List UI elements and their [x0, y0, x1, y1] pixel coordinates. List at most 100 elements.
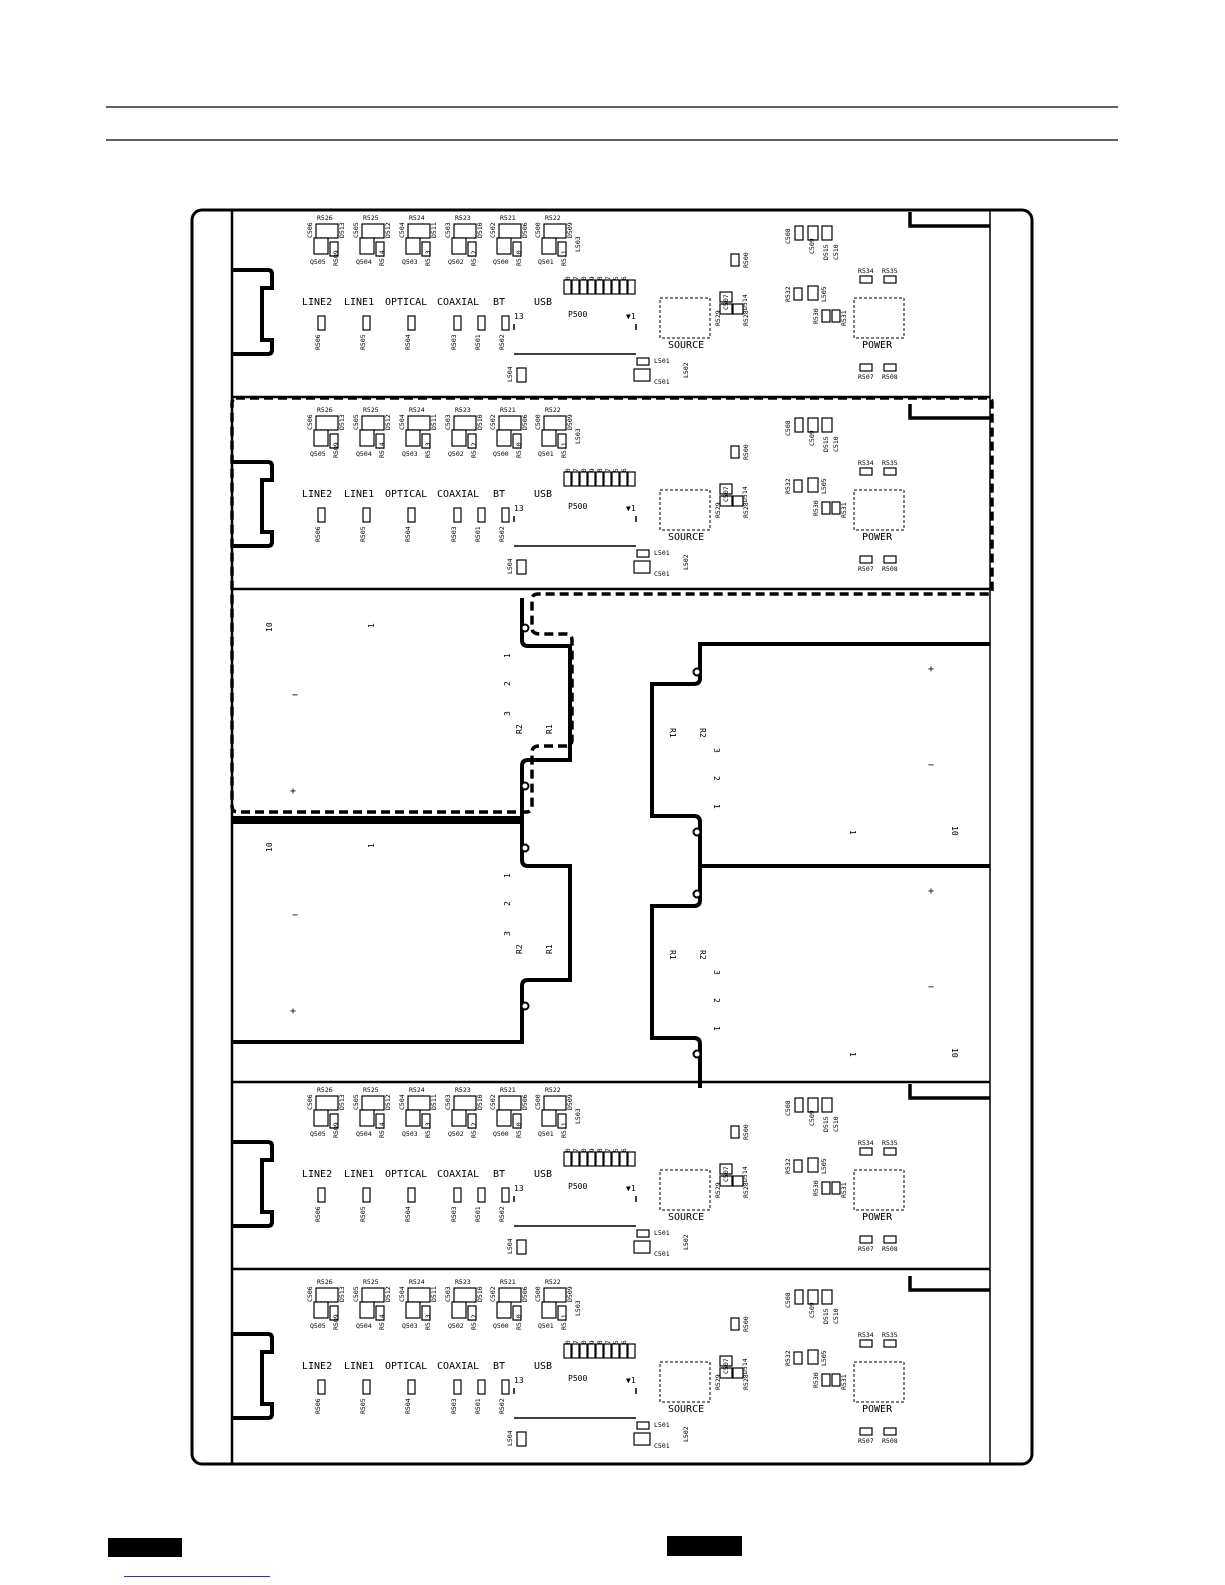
resistor-footprint — [375, 241, 385, 257]
resistor-array-pad — [611, 471, 620, 487]
connector-label: P500 — [568, 1182, 587, 1191]
resistor-footprint — [883, 555, 897, 564]
ref-diode: D512 — [384, 1286, 392, 1302]
ref-r535: R535 — [882, 459, 898, 467]
resistor-footprint — [793, 287, 803, 301]
section-label: BT — [493, 1169, 505, 1180]
panel-outline — [190, 208, 1034, 1466]
footer-link-underline — [124, 1576, 270, 1577]
ref-c508: C508 — [784, 1292, 792, 1308]
section-label: BT — [493, 297, 505, 308]
resistor-footprint — [732, 1367, 744, 1379]
ref-r529: R529 — [714, 1374, 722, 1390]
resistor-array-pad — [571, 471, 580, 487]
footer-tab-left — [108, 1538, 182, 1557]
ref-c507: C507 — [722, 294, 730, 310]
transistor-footprint — [541, 237, 557, 255]
capacitor-footprint — [719, 1355, 733, 1367]
ref-resistor: R513 — [424, 1122, 432, 1138]
capacitor-footprint — [794, 225, 804, 241]
resistor-footprint — [859, 1235, 873, 1244]
ref-r531: R531 — [840, 1374, 848, 1390]
inductor-footprint — [516, 1239, 527, 1255]
resistor-footprint — [407, 1095, 431, 1111]
transistor-footprint — [451, 1109, 467, 1127]
resistor-array-pad — [603, 1151, 612, 1167]
ref-top-resistor: R526 — [317, 406, 333, 414]
r2-label: R2 — [515, 944, 524, 954]
terminal-2-label: 2 — [712, 998, 721, 1003]
inductor-footprint — [516, 1431, 527, 1447]
connector-label: P500 — [568, 1374, 587, 1383]
resistor-array-pad — [627, 1151, 636, 1167]
transistor-footprint — [313, 1301, 329, 1319]
resistor-footprint — [498, 223, 522, 239]
pin-1-label: 1 — [367, 623, 376, 628]
capacitor-footprint — [821, 417, 833, 433]
ref-transistor: Q505 — [310, 1322, 326, 1330]
ref-transistor: Q503 — [402, 258, 418, 266]
ref-r530: R530 — [812, 1372, 820, 1388]
power-button-footprint — [853, 297, 905, 339]
ref-r530: R530 — [812, 1180, 820, 1196]
pin-1-label: 1 — [848, 830, 857, 835]
ref-c509: C509 — [808, 430, 816, 446]
capacitor-footprint — [633, 1432, 651, 1446]
resistor-footprint — [467, 433, 477, 449]
ref-capacitor: C504 — [398, 1286, 406, 1302]
resistor-footprint — [512, 433, 522, 449]
r2-label: R2 — [515, 724, 524, 734]
resistor-footprint — [315, 1287, 339, 1303]
section-label: OPTICAL — [385, 1361, 427, 1372]
resistor-footprint — [543, 415, 567, 431]
resistor-footprint — [883, 1235, 897, 1244]
resistor-footprint — [501, 315, 510, 331]
resistor-array-pad — [619, 1343, 628, 1359]
ref-r530: R530 — [812, 500, 820, 516]
ref-capacitor: C506 — [306, 1286, 314, 1302]
inductor-footprint — [807, 1157, 819, 1173]
ref-c501: C501 — [654, 1250, 670, 1258]
resistor-footprint — [407, 223, 431, 239]
mount-hole — [692, 889, 702, 899]
ref-bottom-resistor: R505 — [359, 334, 367, 350]
resistor-footprint — [362, 507, 371, 523]
ref-bottom-resistor: R502 — [498, 1398, 506, 1414]
ref-l505: L505 — [820, 1158, 828, 1174]
usb-connector-outline — [513, 516, 637, 547]
resistor-footprint — [329, 241, 339, 257]
resistor-array-pad — [595, 1151, 604, 1167]
capacitor-footprint — [719, 495, 733, 507]
resistor-array-pad — [611, 279, 620, 295]
resistor-footprint — [407, 315, 416, 331]
ref-c501: C501 — [654, 378, 670, 386]
ref-d515: D515 — [822, 1116, 830, 1132]
r2-label: R2 — [698, 728, 707, 738]
ref-bottom-resistor: R503 — [450, 334, 458, 350]
resistor-footprint — [453, 1379, 462, 1395]
ref-top-resistor: R523 — [455, 406, 471, 414]
inductor-footprint — [636, 549, 650, 558]
inductor-footprint — [807, 1349, 819, 1365]
terminal-2-label: 2 — [712, 776, 721, 781]
ref-c510: C510 — [832, 1116, 840, 1132]
power-label: POWER — [862, 1212, 893, 1223]
ref-top-resistor: R523 — [455, 1086, 471, 1094]
ref-l502: L502 — [682, 1234, 690, 1250]
ref-d514: D514 — [741, 486, 749, 502]
ref-capacitor: C505 — [352, 414, 360, 430]
ref-transistor: Q501 — [538, 1322, 554, 1330]
source-button-footprint — [659, 1169, 711, 1211]
resistor-footprint — [453, 1287, 477, 1303]
ref-r534: R534 — [858, 459, 874, 467]
resistor-array-pad — [595, 1343, 604, 1359]
transistor-footprint — [405, 237, 421, 255]
resistor-array-pad — [611, 1151, 620, 1167]
ref-top-resistor: R522 — [545, 406, 561, 414]
minus-sign: − — [928, 760, 934, 771]
ref-r507: R507 — [858, 565, 874, 573]
